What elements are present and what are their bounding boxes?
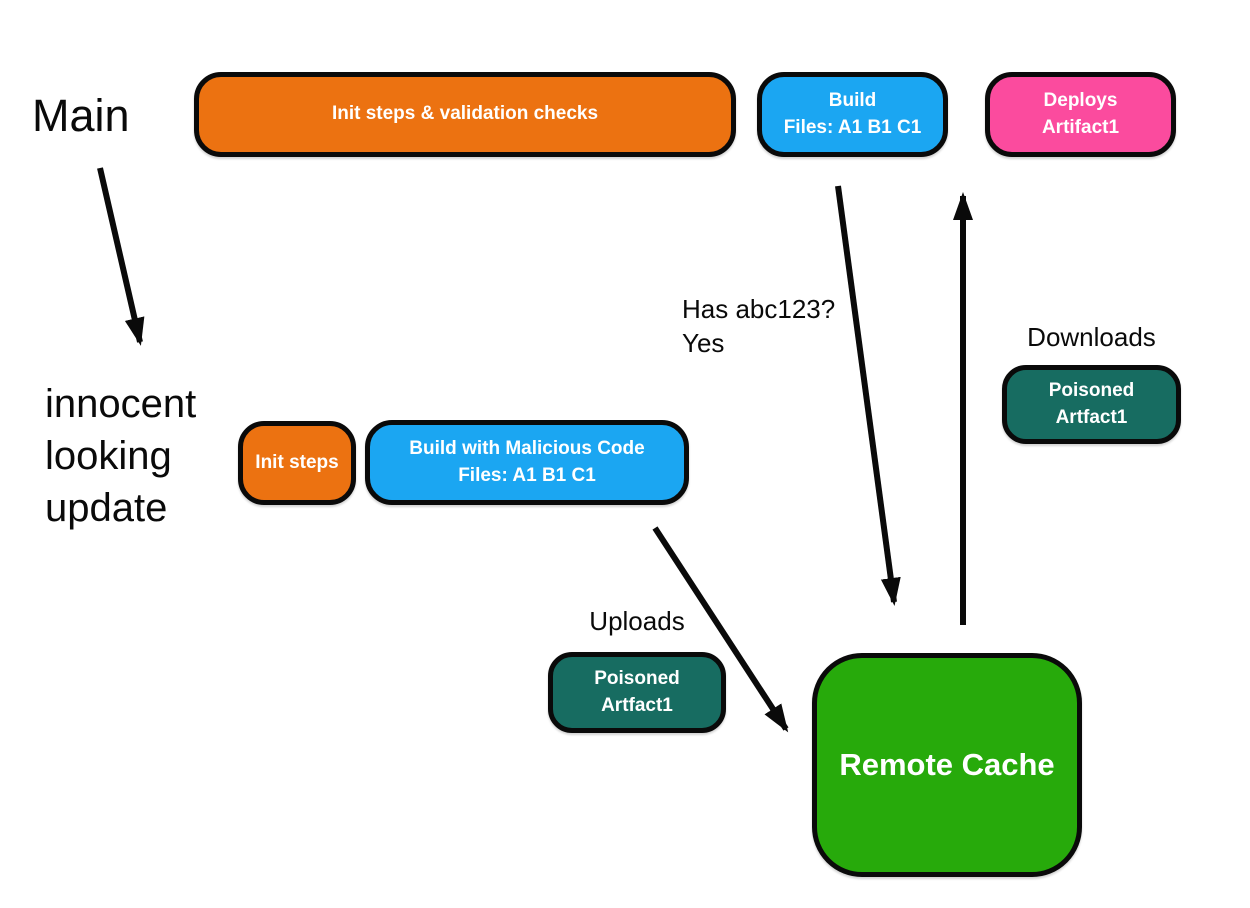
annotation-has-abc123: Has abc123? Yes — [682, 294, 836, 358]
node-poisoned-artifact-upload: Poisoned Artfact1 — [548, 652, 726, 733]
annotation-uploads: Uploads — [589, 606, 685, 636]
node-init-steps-validation-checks: Init steps & validation checks — [194, 72, 736, 157]
node-deploys-artifact1: Deploys Artifact1 — [985, 72, 1176, 157]
arrow-build-to-remote-cache — [835, 185, 901, 606]
node-build-with-malicious-code: Build with Malicious Code Files: A1 B1 C… — [365, 420, 689, 505]
node-init-steps: Init steps — [238, 421, 356, 505]
arrow-main-to-innocent-update — [97, 167, 145, 346]
branch-label-innocent-update: innocent looking update — [45, 382, 197, 530]
node-build: Build Files: A1 B1 C1 — [757, 72, 948, 157]
node-poisoned-artifact-download: Poisoned Artfact1 — [1002, 365, 1181, 444]
node-remote-cache: Remote Cache — [812, 653, 1082, 877]
annotation-downloads: Downloads — [1027, 322, 1156, 352]
branch-label-main: Main — [32, 90, 130, 141]
